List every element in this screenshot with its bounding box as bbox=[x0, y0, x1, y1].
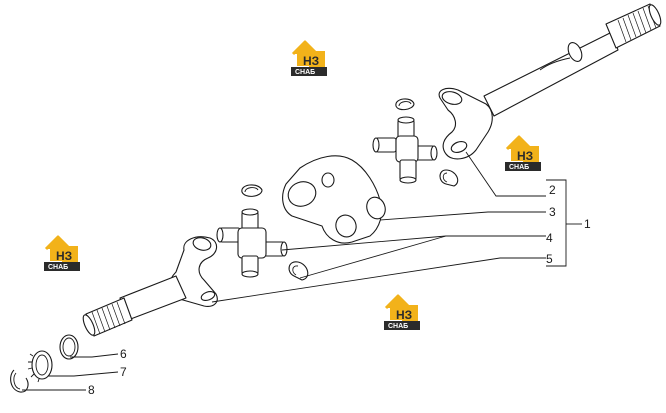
svg-text:СНАБ: СНАБ bbox=[509, 164, 529, 171]
svg-text:НЗ: НЗ bbox=[303, 54, 319, 68]
svg-text:НЗ: НЗ bbox=[56, 249, 72, 263]
circlip-part-8 bbox=[10, 369, 29, 393]
svg-text:НЗ: НЗ bbox=[396, 308, 412, 322]
svg-text:СНАБ: СНАБ bbox=[295, 69, 315, 76]
watermark-logo-bottom: НЗ СНАБ bbox=[382, 294, 422, 332]
upper-snap-ring-right bbox=[439, 169, 459, 187]
watermark-logo-top: НЗ СНАБ bbox=[289, 40, 329, 78]
upper-cross-spider bbox=[372, 116, 438, 184]
svg-text:СНАБ: СНАБ bbox=[388, 323, 408, 330]
callout-7: 7 bbox=[120, 365, 127, 379]
callout-8: 8 bbox=[88, 383, 95, 397]
washer-part-6 bbox=[59, 334, 79, 360]
short-axle-shaft bbox=[82, 275, 187, 337]
leader-lines bbox=[22, 151, 582, 391]
short-shaft-splines bbox=[91, 301, 126, 335]
callout-2: 2 bbox=[549, 183, 556, 197]
right-yoke bbox=[438, 87, 493, 160]
watermark-logo-left: НЗ СНАБ bbox=[42, 235, 82, 273]
callout-6: 6 bbox=[120, 347, 127, 361]
lower-snap-ring-top bbox=[241, 184, 263, 197]
svg-text:НЗ: НЗ bbox=[517, 149, 533, 163]
upper-snap-ring-top bbox=[395, 98, 415, 111]
lower-snap-ring-right bbox=[288, 261, 309, 281]
callout-5: 5 bbox=[546, 252, 553, 266]
lower-cross-spider bbox=[216, 208, 288, 278]
callout-4: 4 bbox=[546, 231, 553, 245]
callout-1: 1 bbox=[584, 217, 591, 231]
toothed-lock-washer-part-7 bbox=[27, 350, 53, 383]
callout-3: 3 bbox=[549, 205, 556, 219]
watermark-logo-right: НЗ СНАБ bbox=[503, 135, 543, 173]
center-coupling-housing bbox=[282, 155, 386, 244]
long-axle-shaft bbox=[483, 3, 662, 117]
svg-text:СНАБ: СНАБ bbox=[48, 264, 68, 271]
